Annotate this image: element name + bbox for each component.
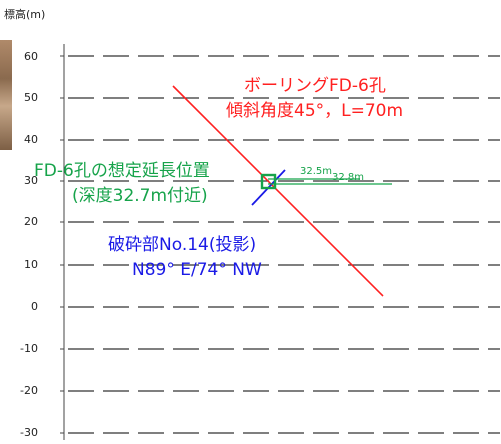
depth-label-2: 32.8m: [332, 172, 365, 183]
projected-position-title: FD-6孔の想定延長位置: [34, 161, 210, 181]
borehole-title-label: ボーリングFD-6孔: [244, 76, 386, 96]
y-tick-label: 30: [24, 174, 38, 187]
y-tick-label: 20: [24, 215, 38, 228]
outcrop-photo-strip: [0, 40, 12, 150]
y-tick-label: 40: [24, 133, 38, 146]
elevation-gridlines: [68, 55, 500, 434]
y-tick-label: -30: [20, 426, 38, 439]
y-tick-label: -10: [20, 342, 38, 355]
fault-detail-label: N89° E/74° NW: [132, 260, 262, 280]
y-tick-label: 50: [24, 91, 38, 104]
y-axis-ticks: [60, 55, 64, 434]
projected-position-marker: [260, 173, 277, 190]
borehole-detail-label: 傾斜角度45°，L=70m: [226, 101, 404, 121]
y-tick-label: -20: [20, 384, 38, 397]
borehole-line: [172, 85, 384, 297]
y-tick-label: 0: [31, 300, 38, 313]
y-tick-label: 60: [24, 50, 38, 63]
projected-position-detail: (深度32.7m付近): [72, 186, 208, 206]
y-tick-label: 10: [24, 258, 38, 271]
fault-title-label: 破砕部No.14(投影): [108, 235, 257, 255]
elevation-axis-title: 標高(m): [4, 8, 46, 21]
depth-label-1: 32.5m: [300, 166, 333, 177]
